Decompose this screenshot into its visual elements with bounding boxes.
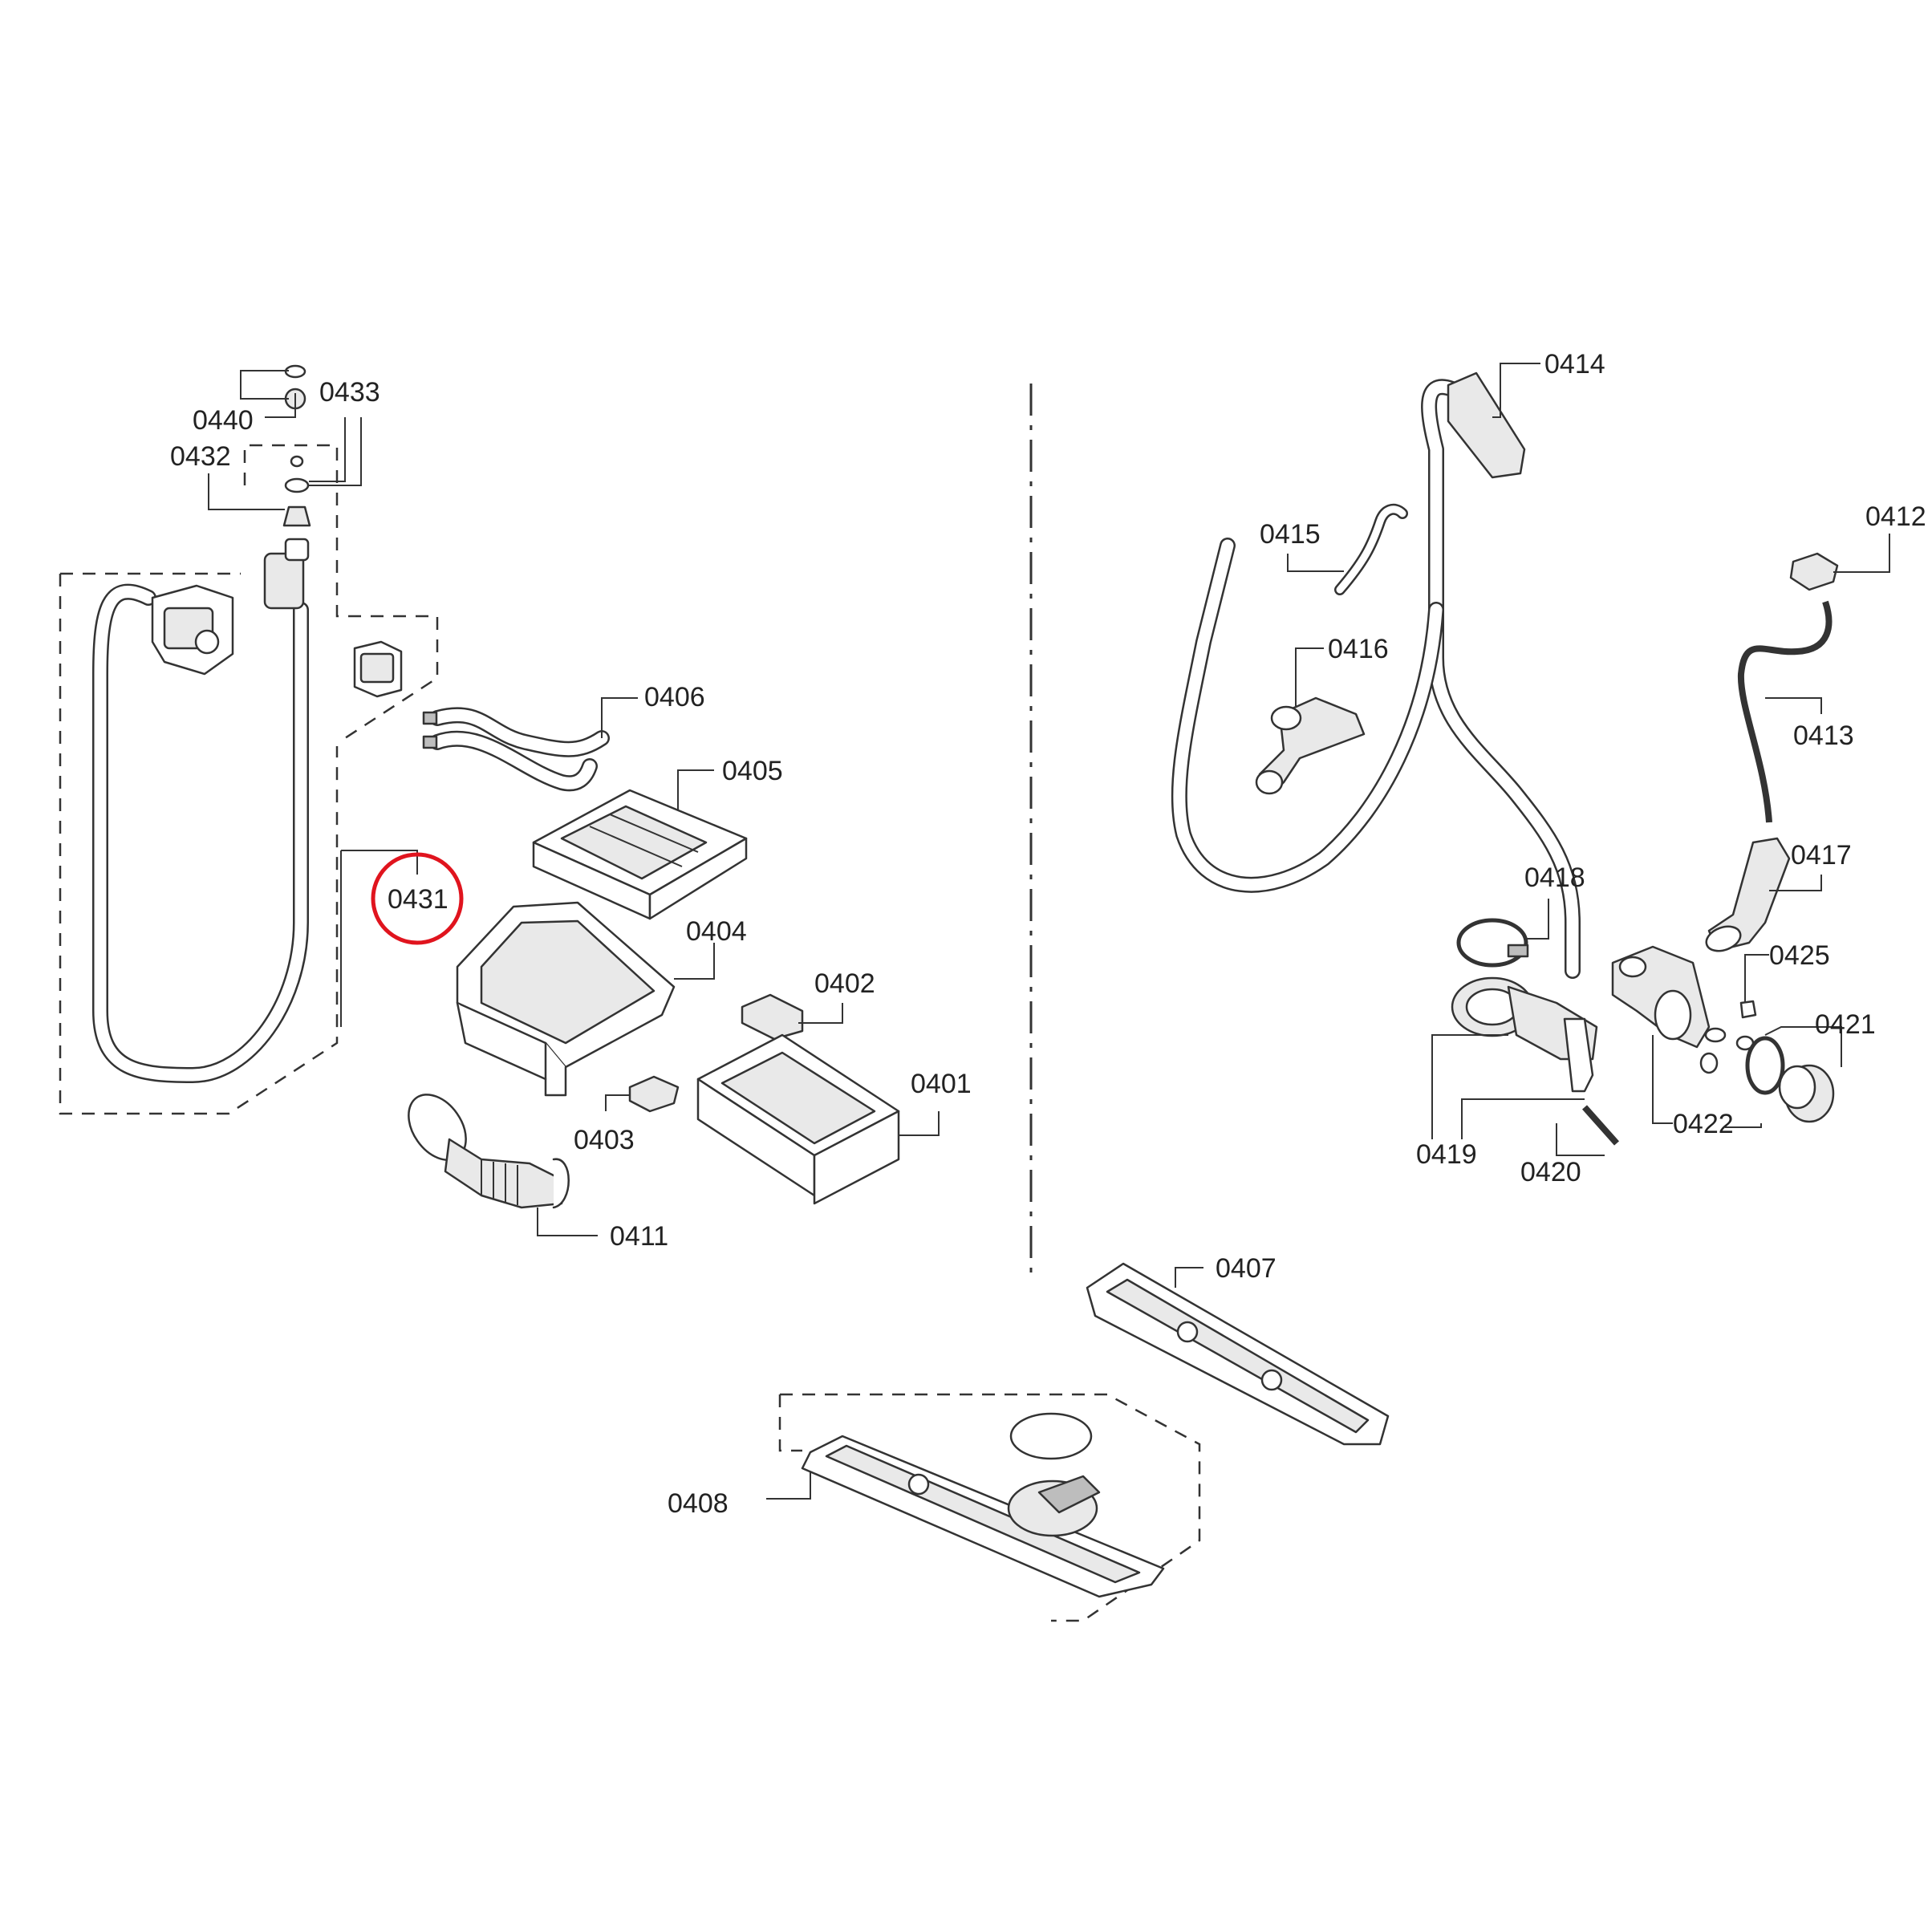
- label-0419: 0419: [1416, 1139, 1477, 1170]
- part-0425: [1739, 1000, 1757, 1019]
- small-fittings-group: [243, 364, 439, 740]
- cap-0432: [282, 505, 311, 527]
- label-0432: 0432: [170, 441, 231, 472]
- part-0402: [741, 993, 804, 1041]
- detergent-drawer-0401: [696, 1033, 900, 1205]
- label-0401: 0401: [911, 1069, 972, 1099]
- part-0417: [1705, 837, 1791, 952]
- label-0408: 0408: [668, 1488, 729, 1519]
- label-0421: 0421: [1815, 1009, 1876, 1040]
- label-0405: 0405: [722, 756, 783, 786]
- part-0403: [628, 1075, 680, 1113]
- seal-0421: [1745, 1036, 1785, 1095]
- hose-clip-0416: [1255, 696, 1366, 795]
- aquastop-connector: [263, 552, 305, 610]
- drain-pump-0422: [1611, 945, 1711, 1049]
- label-0420: 0420: [1520, 1157, 1581, 1187]
- pressure-switch-0412: [1789, 552, 1839, 591]
- clamp-0418: [1456, 918, 1528, 968]
- label-0402: 0402: [814, 968, 875, 999]
- sump-hose-0419: [1451, 976, 1598, 1093]
- pressure-hose-0413: [1737, 600, 1833, 823]
- label-0406: 0406: [644, 682, 705, 712]
- label-0411: 0411: [610, 1221, 668, 1252]
- label-0422: 0422: [1673, 1109, 1734, 1139]
- highlight-circle-0431: [371, 852, 464, 945]
- inlet-hose-group: [59, 538, 339, 1115]
- drain-hose-0414: [1171, 371, 1581, 979]
- dispenser-hoses-0406: [422, 707, 610, 792]
- base-plate-group-0408: [778, 1393, 1201, 1622]
- detergent-drawer-housing-0404: [456, 901, 676, 1097]
- label-0407: 0407: [1216, 1253, 1276, 1284]
- drain-filter-0421: [1778, 1064, 1835, 1123]
- label-0413: 0413: [1793, 720, 1854, 751]
- label-0414: 0414: [1544, 349, 1605, 380]
- label-0404: 0404: [686, 916, 747, 947]
- label-0412: 0412: [1865, 501, 1926, 532]
- base-plate-0407: [1086, 1262, 1390, 1446]
- base-group-boundary: [780, 1393, 1201, 1622]
- foot-pad: [1009, 1412, 1093, 1460]
- screw-0420: [1582, 1105, 1619, 1146]
- label-0417: 0417: [1791, 840, 1852, 871]
- label-0425: 0425: [1769, 940, 1830, 971]
- inlet-hose-boundary: [59, 574, 339, 1115]
- label-0440: 0440: [193, 405, 254, 436]
- dispenser-cover-0405: [532, 789, 748, 920]
- label-0415: 0415: [1260, 519, 1321, 550]
- label-0431: 0431: [388, 884, 448, 915]
- bellows-hose-0411: [408, 1094, 570, 1209]
- label-0416: 0416: [1328, 634, 1389, 664]
- label-0403: 0403: [574, 1125, 635, 1155]
- label-0433: 0433: [319, 377, 380, 408]
- seal-0433: [284, 477, 310, 493]
- label-0418: 0418: [1524, 862, 1585, 893]
- fittings-boundary: [243, 444, 439, 740]
